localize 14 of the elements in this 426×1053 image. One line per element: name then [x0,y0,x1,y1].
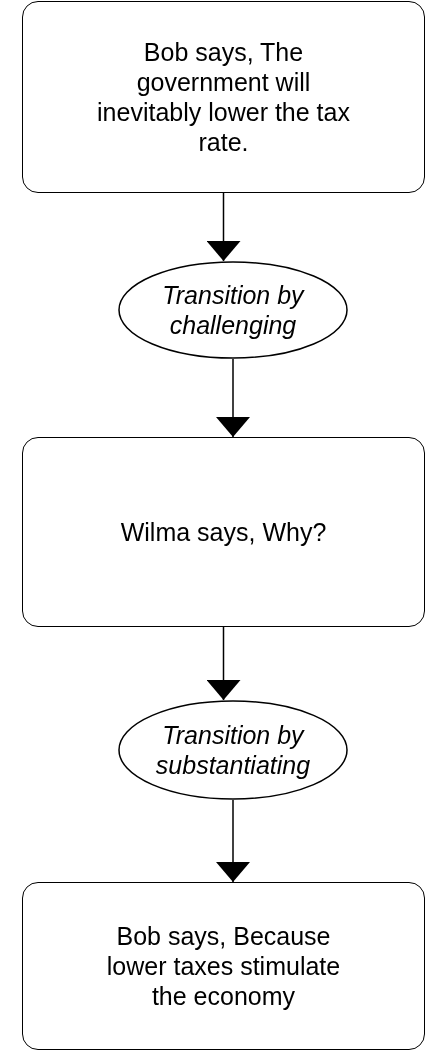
statement-text: Bob says, The government will inevitably lower the tax rate. [96,37,351,157]
statement-box [22,882,425,1050]
statement-box [22,437,425,627]
statement-box [22,1,425,193]
statement-text: Bob says, Because lower taxes stimulate the economy [105,921,342,1011]
arrow [206,192,241,262]
transition-label: Transition by challenging [161,280,306,340]
transition-ellipse [118,700,348,800]
arrow [216,358,250,438]
arrow [216,799,250,883]
transition-label: Transition by substantiating [154,720,312,780]
statement-text: Wilma says, Why? [120,517,327,547]
arrow [206,626,241,701]
transition-ellipse [118,261,348,359]
